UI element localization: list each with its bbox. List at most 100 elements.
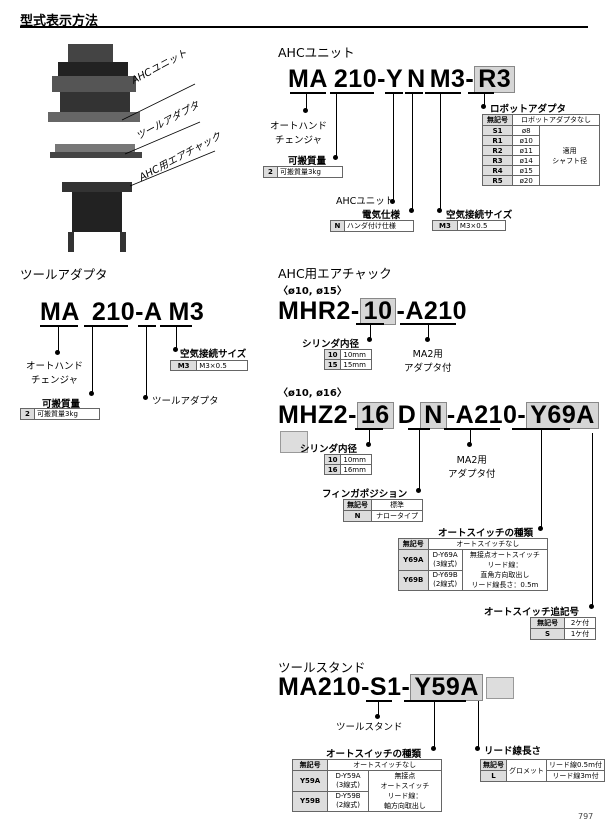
switch-note: 無接点オートスイッチ リード線： 直角方向取出し リード線長さ：0.5m: [461, 549, 549, 591]
code-m3: M3: [429, 65, 466, 93]
mhr-cyl-label: シリンダ内径: [302, 339, 360, 350]
payload-key: 2: [263, 166, 278, 178]
ra-val: ø8: [512, 125, 541, 136]
lead-val: リード線3m付: [546, 770, 605, 782]
lead-val: リード線0.5m付: [546, 759, 605, 771]
chuck-heading: AHC用エアチャック: [278, 266, 392, 281]
cyl-key: 16: [323, 464, 342, 475]
title-rule: [20, 26, 588, 28]
qty-val: 2ケ付: [564, 617, 596, 629]
ra-key: R4: [481, 165, 514, 176]
tool-heading: ツールアダプタ: [20, 267, 108, 282]
code-mhr2: MHR2: [278, 297, 351, 325]
stand-label: ツールスタンド: [336, 722, 403, 733]
empty-suffix-box: [280, 431, 308, 454]
switch-key: Y59A: [291, 770, 329, 792]
tool-air-label: 空気接続サイズ: [180, 349, 247, 360]
ra-val: ロボットアダプタなし: [512, 114, 600, 126]
code-y59a: Y59A: [410, 674, 483, 701]
code-dash: -: [401, 673, 411, 701]
air-chuck-photo: [62, 182, 132, 252]
ahc-payload-label: 可搬質量: [288, 156, 327, 167]
code-dash: -: [361, 673, 370, 701]
code-dash: -: [348, 401, 357, 429]
payload-value: 可搬質量3kg: [276, 166, 344, 178]
code-d: D: [397, 401, 417, 429]
code-y: Y: [385, 65, 404, 93]
switch-model: D-Y69A (3線式): [427, 549, 463, 571]
ahc-air-label: 空気接続サイズ: [446, 210, 513, 221]
ra-val: ø15: [512, 165, 541, 176]
ahc-heading: AHCユニット: [278, 45, 355, 60]
switch-key: Y59B: [291, 790, 329, 812]
cyl-key: 10: [323, 454, 342, 465]
stand-lead-label: リード線長さ: [484, 746, 542, 757]
page-title: 型式表示方法: [20, 14, 99, 29]
code-mhz2: MHZ2: [278, 401, 349, 429]
code-n: N: [420, 402, 447, 429]
code-ma210: MA210: [278, 673, 362, 701]
mhr-ma2-label: MA2用 アダプタ付: [404, 349, 452, 374]
ra-note: 適用 シャフト径: [539, 125, 600, 186]
switch-model: D-Y59A (3線式): [327, 770, 369, 792]
switch-note: 無接点 オートスイッチ リード線： 軸方向取出し: [367, 770, 443, 812]
lead-key: L: [480, 770, 507, 782]
code-dash: -: [517, 401, 527, 429]
mhz-qty-label: オートスイッチ追記号: [484, 607, 580, 618]
ra-key: R1: [481, 135, 514, 146]
code-s1: S1: [369, 673, 402, 701]
code-y69a: Y69A: [526, 402, 599, 429]
electric-value: ハンダ付け仕様: [343, 220, 415, 232]
ahc-electric-label: 電気仕様: [362, 210, 401, 221]
cyl-val: 10mm: [340, 349, 372, 360]
ra-val: ø14: [512, 155, 541, 166]
ra-val: ø10: [512, 135, 541, 146]
tool-auto-hand-label: オートハンド チェンジャ: [26, 361, 84, 386]
ra-key: 無記号: [481, 114, 514, 126]
ra-key: R2: [481, 145, 514, 156]
code-a210: A210: [405, 297, 468, 325]
ahc-robot-adapter-label: ロボットアダプタ: [490, 104, 567, 115]
cyl-val: 10mm: [340, 454, 372, 465]
stand-heading: ツールスタンド: [278, 660, 366, 675]
stand-switch-label: オートスイッチの種類: [326, 749, 422, 760]
cyl-val: 15mm: [340, 359, 372, 370]
code-dash: -: [446, 401, 456, 429]
qty-key: S: [529, 628, 566, 640]
page-number: 797: [578, 812, 594, 821]
air-value: M3×0.5: [456, 220, 507, 231]
switch-key: Y69B: [398, 569, 429, 591]
switch-val: オートスイッチなし: [427, 538, 549, 550]
ahc-auto-hand-label: オートハンド チェンジャ: [270, 121, 328, 146]
finger-key: N: [342, 510, 373, 522]
switch-val: オートスイッチなし: [327, 759, 442, 771]
air-value: M3×0.5: [196, 360, 248, 371]
electric-key: N: [330, 220, 345, 232]
code-m3: M3: [168, 298, 205, 326]
ra-key: R3: [481, 155, 514, 166]
mhz-finger-label: フィンガポジション: [322, 489, 408, 500]
ra-key: R5: [481, 175, 514, 186]
code-ma: MA: [288, 65, 328, 93]
code-210: 210: [333, 65, 378, 93]
switch-key: 無記号: [291, 759, 329, 771]
air-key: M3: [432, 220, 458, 231]
code-r3: R3: [474, 66, 516, 93]
code-ma: MA: [40, 298, 80, 326]
ra-key: S1: [481, 125, 514, 136]
code-dash: -: [396, 297, 406, 325]
cyl-key: 10: [323, 349, 342, 360]
cyl-val: 16mm: [340, 464, 372, 475]
tool-adapter-photo: [50, 144, 142, 158]
code-dash: -: [135, 298, 144, 326]
ahc-unit-photo: [48, 44, 140, 122]
